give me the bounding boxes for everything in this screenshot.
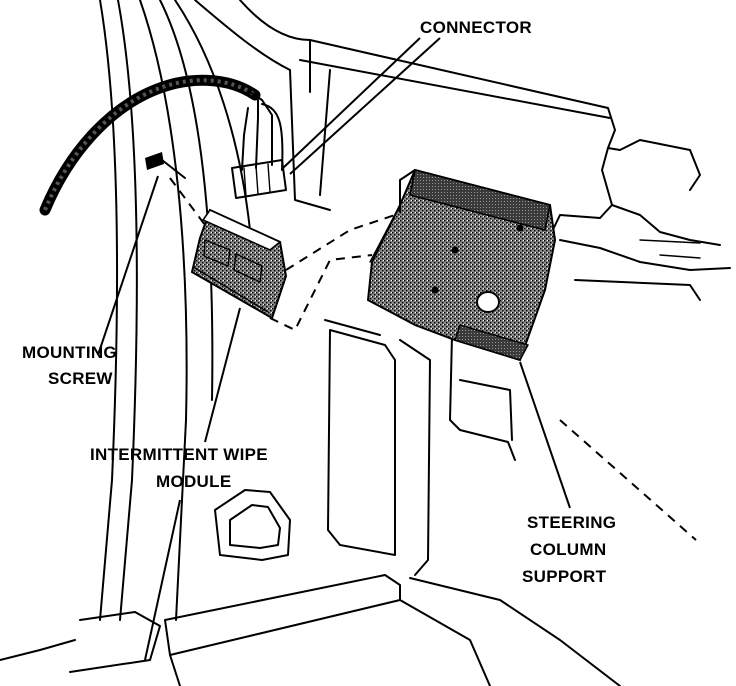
mounting-screw (145, 152, 186, 179)
connector-label: CONNECTOR (420, 18, 532, 37)
leader-lines (97, 37, 571, 661)
module-label-line1: INTERMITTENT WIPE (90, 445, 268, 464)
installation-dashed-lines (169, 177, 697, 541)
mounting-screw-label-line2: SCREW (48, 369, 113, 388)
mounting-screw-label-line1: MOUNTING (22, 343, 117, 362)
lower-panel (0, 319, 621, 686)
wiring-harness (39, 74, 284, 216)
module-label-line2: MODULE (156, 472, 231, 491)
support-label-line1: STEERING (527, 513, 616, 532)
connector (231, 159, 287, 199)
support-label-line3: SUPPORT (522, 567, 607, 586)
intermittent-wipe-module (190, 208, 288, 320)
a-pillar-frame (99, 0, 251, 621)
steering-column-support (366, 168, 557, 362)
dash-panel (194, 0, 731, 301)
support-label-line2: COLUMN (530, 540, 606, 559)
